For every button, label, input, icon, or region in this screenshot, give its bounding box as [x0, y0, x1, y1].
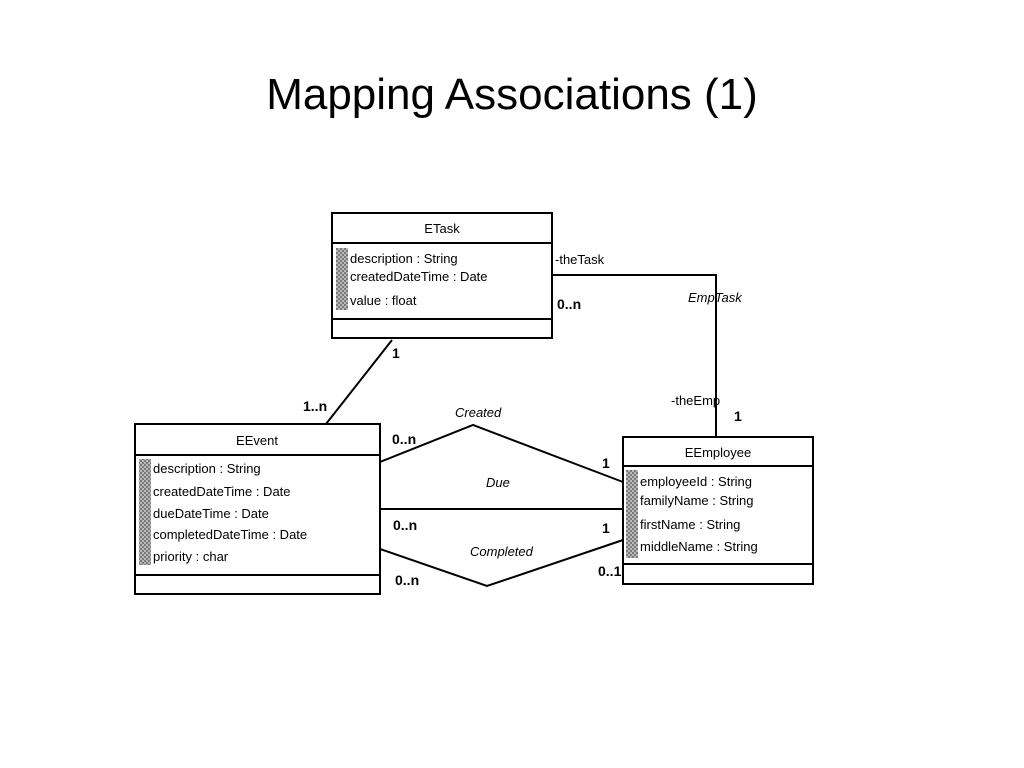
class-eevent-box [134, 423, 381, 595]
emptask-role-task: -theTask [555, 252, 605, 267]
class-eemployee-attribute: firstName : String [640, 517, 740, 532]
attribute-stripe [139, 459, 151, 565]
class-eemployee-box [622, 436, 814, 585]
created-mult-event: 0..n [392, 431, 416, 447]
class-eemployee-name: EEmployee [685, 445, 751, 460]
class-eevent-attribute: description : String [153, 461, 261, 476]
class-eevent-attribute: createdDateTime : Date [153, 484, 291, 499]
created-mult-emp: 1 [602, 455, 610, 471]
class-eemployee-attribute: familyName : String [640, 493, 753, 508]
emptask-mult-task: 0..n [557, 296, 581, 312]
class-eemployee-attribute: employeeId : String [640, 474, 752, 489]
created-association-line [379, 423, 624, 483]
class-etask-name: ETask [424, 221, 460, 236]
due-assoc-name: Due [486, 475, 510, 490]
due-mult-emp: 1 [602, 520, 610, 536]
task-event-association-line [325, 339, 393, 425]
class-eevent-attribute: completedDateTime : Date [153, 527, 307, 542]
emptask-mult-emp: 1 [734, 408, 742, 424]
class-etask-attribute: createdDateTime : Date [350, 269, 488, 284]
attribute-stripe [626, 470, 638, 558]
emptask-association-line [553, 274, 717, 437]
completed-assoc-name: Completed [470, 544, 534, 559]
completed-association-line [379, 539, 624, 588]
class-etask[interactable]: ETask description : String createdDateTi… [331, 212, 553, 339]
task-event-mult-task: 1 [392, 345, 400, 361]
class-etask-attribute: value : float [350, 293, 417, 308]
class-eemployee-attribute: middleName : String [640, 539, 758, 554]
due-mult-event: 0..n [393, 517, 417, 533]
class-eevent-name: EEvent [236, 433, 278, 448]
class-eemployee[interactable]: EEmployee employeeId : String familyName… [622, 436, 814, 585]
class-etask-attribute: description : String [350, 251, 458, 266]
class-eevent[interactable]: EEvent description : String createdDateT… [134, 423, 381, 595]
class-etask-box [331, 212, 553, 339]
slide-title: Mapping Associations (1) [266, 70, 758, 119]
completed-mult-event: 0..n [395, 572, 419, 588]
class-eevent-attribute: priority : char [153, 549, 229, 564]
class-eevent-attribute: dueDateTime : Date [153, 506, 269, 521]
task-event-mult-event: 1..n [303, 398, 327, 414]
completed-mult-emp: 0..1 [598, 563, 622, 579]
emptask-assoc-name: EmpTask [688, 290, 743, 305]
emptask-role-emp: -theEmp [671, 393, 720, 408]
attribute-stripe [336, 248, 348, 310]
created-assoc-name: Created [455, 405, 502, 420]
association-lines [325, 274, 717, 588]
